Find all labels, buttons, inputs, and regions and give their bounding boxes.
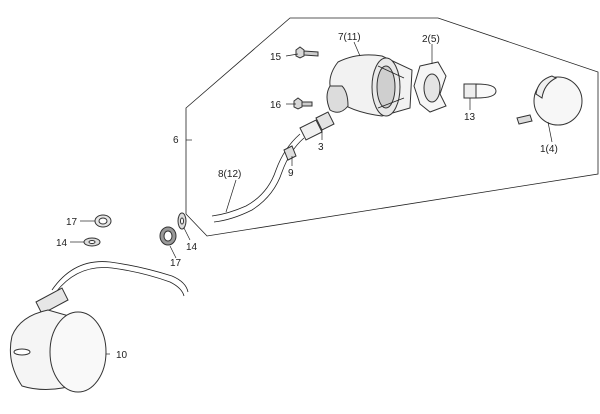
part-reflector <box>413 61 447 113</box>
label-3: 3 <box>318 142 324 153</box>
label-14-right: 14 <box>186 242 198 253</box>
label-6: 6 <box>173 135 179 146</box>
label-13: 13 <box>464 112 476 123</box>
label-1-4: 1(4) <box>540 144 558 155</box>
part-washer-14-right <box>177 212 187 230</box>
part-nut-17-left <box>94 214 112 228</box>
assembly-outline <box>185 17 599 237</box>
label-15: 15 <box>270 52 282 63</box>
part-washer-14-left <box>83 237 101 247</box>
part-screw-15 <box>295 46 319 59</box>
part-lens <box>516 75 583 126</box>
label-10: 10 <box>116 350 128 361</box>
part-turn-signal-complete <box>9 261 189 393</box>
part-nut-17-right <box>159 226 177 246</box>
leader-lines <box>70 41 553 355</box>
label-17-left: 17 <box>66 217 78 228</box>
part-housing <box>326 54 413 117</box>
label-17-right: 17 <box>170 258 182 269</box>
label-8-12: 8(12) <box>218 169 241 180</box>
label-14-left: 14 <box>56 238 68 249</box>
label-2-5: 2(5) <box>422 34 440 45</box>
part-bulb <box>463 83 497 99</box>
label-9: 9 <box>288 168 294 179</box>
label-16: 16 <box>270 100 282 111</box>
label-7-11: 7(11) <box>338 32 361 43</box>
part-socket-and-wire <box>211 111 335 223</box>
part-screw-16 <box>293 97 313 110</box>
